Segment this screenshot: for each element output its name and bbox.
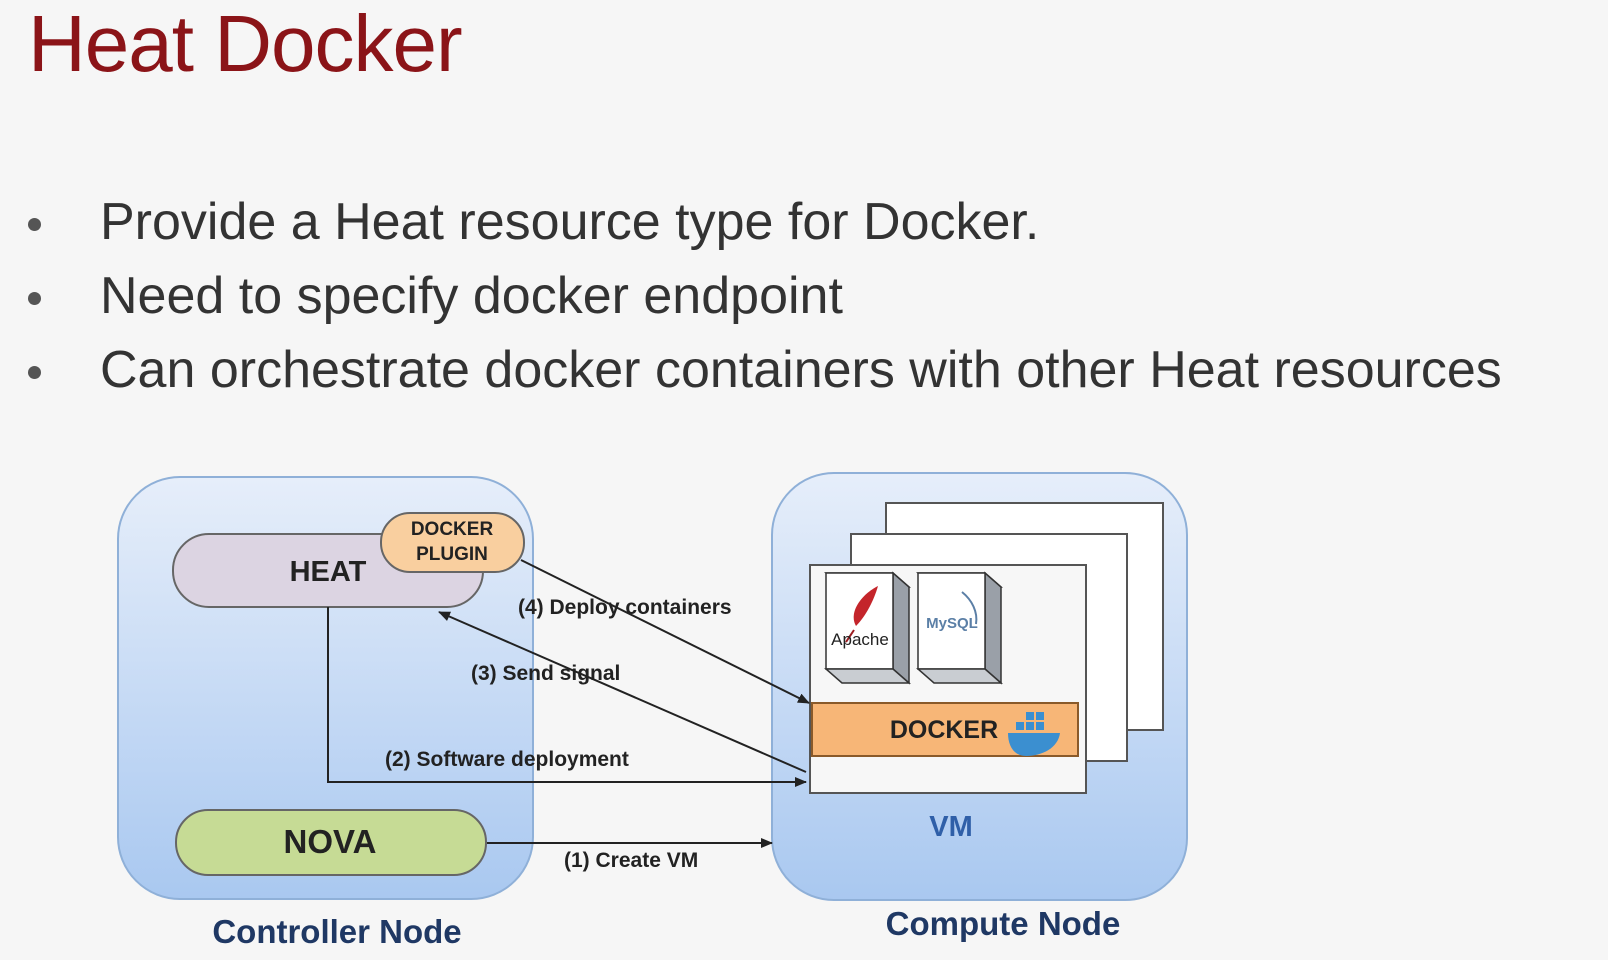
mysql-dolphin-icon [961,591,978,625]
docker-engine-label: DOCKER [890,716,998,744]
bullet-item: Provide a Heat resource type for Docker. [28,192,1502,266]
step1-label: (1) Create VM [564,849,698,872]
docker-plugin-label-line1: DOCKER [411,519,494,540]
arrow-deploy-containers [520,559,810,704]
apache-feather-icon [853,586,878,626]
nova-component [175,809,487,876]
vm-label: VM [929,811,973,843]
controller-node-label: Controller Node [212,913,461,950]
docker-whale-icon [1008,712,1060,756]
docker-plugin-component [380,512,525,573]
compute-node-label: Compute Node [886,905,1121,942]
bullet-text: Need to specify docker endpoint [100,267,843,325]
nova-label: NOVA [284,823,377,860]
step2-label: (2) Software deployment [385,748,629,771]
bullet-item: Can orchestrate docker containers with o… [28,340,1502,414]
apache-label: Apache [831,630,889,649]
bullet-dot-icon [28,218,41,231]
bullet-dot-icon [28,292,41,305]
slide-title: Heat Docker [28,0,463,88]
bullet-text: Provide a Heat resource type for Docker. [100,193,1040,251]
bullet-dot-icon [28,366,41,379]
bullet-text: Can orchestrate docker containers with o… [100,341,1502,399]
mysql-label: MySQL [926,615,978,632]
bullet-list: Provide a Heat resource type for Docker.… [28,192,1502,414]
step3-label: (3) Send signal [471,662,620,685]
docker-plugin-label-line2: PLUGIN [416,544,488,565]
arrow-send-signal [438,611,807,773]
apache-container: Apache [824,571,911,685]
step4-label: (4) Deploy containers [518,596,732,619]
mysql-container: MySQL [916,571,1003,685]
bullet-item: Need to specify docker endpoint [28,266,1502,340]
arrow-software-deployment [327,607,807,787]
heat-label: HEAT [290,556,367,588]
